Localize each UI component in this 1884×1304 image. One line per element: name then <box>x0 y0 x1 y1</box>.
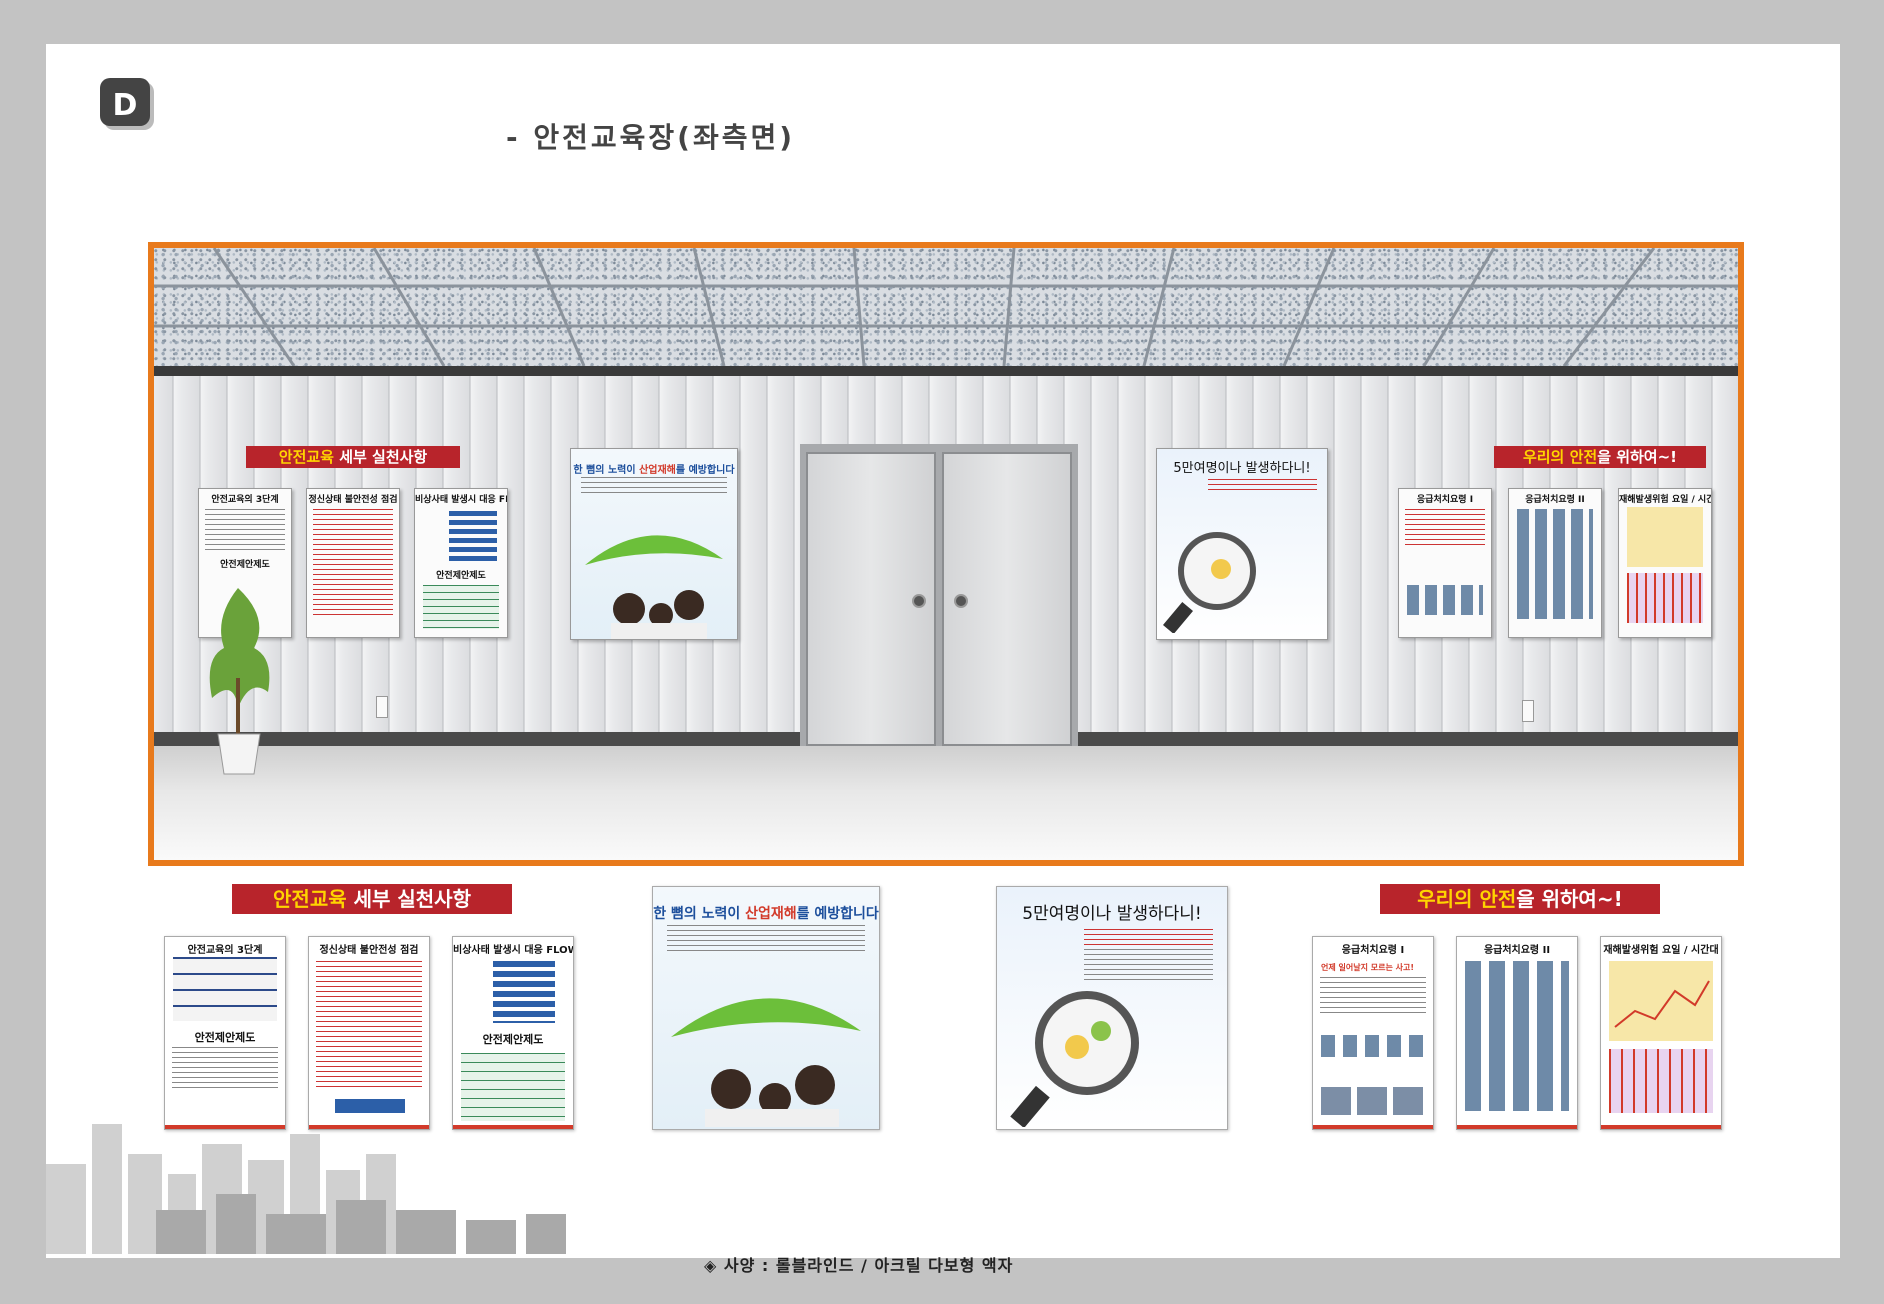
wall-poster-mental-check: 정신상태 불안전성 점검 <box>306 488 400 638</box>
poster-text-lines <box>1084 949 1214 983</box>
magnifier-illustration <box>1010 991 1139 1127</box>
poster-footer-box <box>335 1099 405 1113</box>
poster-headline: 한 뼘의 노력이 산업재해를 예방합니다 <box>653 906 879 922</box>
wall-banner-left: 안전교육 세부 실천사항 <box>246 446 460 468</box>
flow-boxes <box>493 961 555 1023</box>
hazard-line-graph <box>1627 507 1703 567</box>
poster-text-lines <box>1320 977 1426 1013</box>
wall-poster-hazard-times: 재해발생위험 요일 / 시간대 <box>1618 488 1712 638</box>
first-aid-figures <box>1321 1087 1425 1115</box>
ceiling <box>154 248 1738 366</box>
room-illustration: 안전교육 세부 실천사항 우리의 안전을 위하여~! 안전교육의 3단계 안전제… <box>148 242 1744 866</box>
page-title: - 안전교육장(좌측면) <box>506 121 796 154</box>
poster-text-lines <box>1208 479 1317 493</box>
hazard-table <box>1609 1049 1713 1113</box>
door-knob-left <box>912 594 926 608</box>
proposal-table <box>461 1053 565 1121</box>
wall-poster-umbrella: 한 뼘의 노력이 산업재해를 예방합니다 <box>570 448 738 640</box>
wall-outlet <box>1522 700 1534 722</box>
wall-poster-magnifier: 5만여명이나 발생하다니! <box>1156 448 1328 640</box>
umbrella-family-illustration <box>671 998 861 1127</box>
first-aid-figures <box>1407 585 1483 615</box>
poster-first-aid-1: 응급처치요령 I 언제 일어날지 모르는 사고! <box>1312 936 1434 1130</box>
wall-banner-right: 우리의 안전을 위하여~! <box>1494 446 1706 468</box>
floor <box>154 746 1738 860</box>
wall-poster-first-aid-2: 응급처치요령 II <box>1508 488 1602 638</box>
magnifier-illustration <box>1162 532 1256 633</box>
poster-text-lines <box>1404 509 1486 549</box>
poster-headline: 한 뼘의 노력이 산업재해를 예방합니다 <box>573 465 735 476</box>
poster-text-lines <box>316 961 422 1091</box>
banner-left: 안전교육 세부 실천사항 <box>232 884 512 914</box>
logo: D <box>100 78 150 126</box>
poster-text-lines <box>666 925 866 955</box>
poster-magnifier: 5만여명이나 발생하다니! <box>996 886 1228 1130</box>
double-door <box>800 444 1078 746</box>
poster-text-lines <box>172 1047 278 1091</box>
poster-3-steps: 안전교육의 3단계 안전제안제도 <box>164 936 286 1130</box>
first-aid-figures <box>1465 961 1569 1111</box>
poster-hazard-times: 재해발생위험 요일 / 시간대 <box>1600 936 1722 1130</box>
hazard-table <box>1627 573 1703 623</box>
poster-text-lines <box>312 509 394 619</box>
first-aid-figures <box>1321 1035 1425 1057</box>
steps-table <box>173 957 277 1021</box>
wall-outlet <box>376 696 388 718</box>
door-knob-right <box>954 594 968 608</box>
first-aid-figures <box>1517 509 1593 619</box>
spec-note: ◈ 사양 : 롤블라인드 / 아크릴 다보형 액자 <box>704 1256 1014 1275</box>
ceiling-beam <box>154 366 1738 376</box>
poster-umbrella: 한 뼘의 노력이 산업재해를 예방합니다 <box>652 886 880 1130</box>
page: D - 안전교육장(좌측면) <box>46 44 1840 1275</box>
poster-emergency-flow: 비상사태 발생시 대응 FLOW 안전제안제도 <box>452 936 574 1130</box>
poster-text-lines <box>580 477 728 497</box>
flow-boxes <box>449 511 497 561</box>
poster-first-aid-2: 응급처치요령 II <box>1456 936 1578 1130</box>
wall-poster-first-aid-1: 응급처치요령 I <box>1398 488 1492 638</box>
potted-plant <box>209 588 270 775</box>
poster-mental-check: 정신상태 불안전성 점검 <box>308 936 430 1130</box>
city-skyline-decoration <box>46 1124 566 1254</box>
proposal-table <box>423 585 499 629</box>
umbrella-family-illustration <box>585 535 723 639</box>
wall-poster-emergency-flow: 비상사태 발생시 대응 FLOW 안전제안제도 <box>414 488 508 638</box>
banner-right: 우리의 안전을 위하여~! <box>1380 884 1660 914</box>
poster-text-lines <box>1084 929 1214 947</box>
poster-text-lines <box>204 509 286 553</box>
hazard-line-graph <box>1609 961 1713 1041</box>
ceiling-grid <box>154 248 1738 366</box>
